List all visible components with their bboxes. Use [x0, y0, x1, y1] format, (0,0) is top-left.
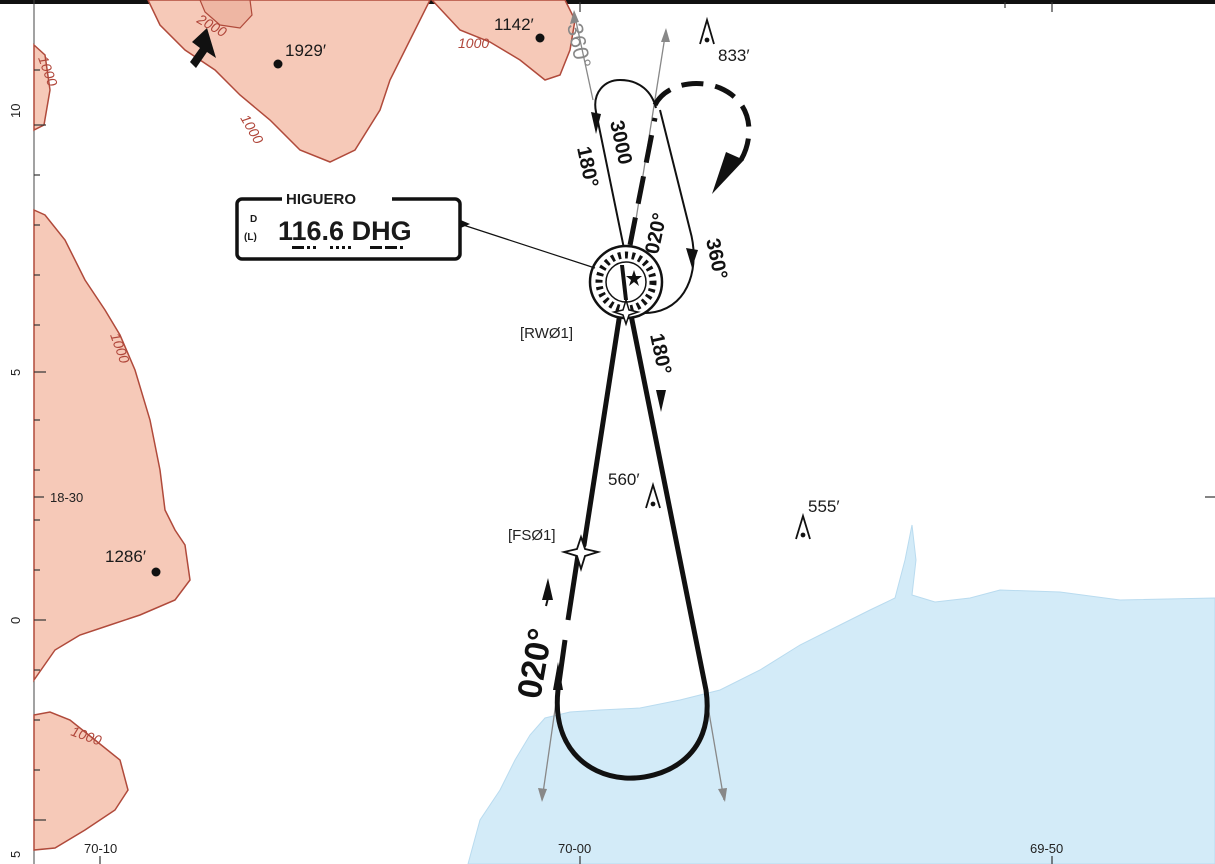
- fix-label-runway: [RWØ1]: [520, 325, 573, 342]
- spot-elevation-1929: 1929′: [285, 41, 326, 60]
- obstacle-elevation-555: 555′: [808, 497, 840, 516]
- scale-label-10: 10: [8, 104, 23, 118]
- spot-elevation-1142: 1142′: [494, 15, 534, 34]
- navaid-leader-line: [453, 221, 596, 269]
- longitude-label-70-10: 70-10: [84, 841, 117, 856]
- north-arrow-icon: [190, 28, 216, 68]
- approach-arrowhead-outbound: [656, 390, 666, 412]
- contour-label-1000-a: 1000: [458, 35, 489, 51]
- holding-dashed-arrowhead: [712, 152, 744, 194]
- approach-arrowhead-final: [542, 578, 553, 600]
- terrain-hill-north: [430, 0, 576, 81]
- longitude-label-69-50: 69-50: [1030, 841, 1063, 856]
- spot-elevation-dot-1142: [535, 33, 545, 43]
- scale-label-0: 0: [8, 617, 23, 624]
- holding-arrowhead-down: [591, 112, 601, 134]
- navaid-class-bottom: (L): [244, 232, 257, 243]
- terrain-hill-west: [33, 208, 191, 683]
- fix-label-final: [FSØ1]: [508, 527, 556, 544]
- approach-arrowhead-inbound: [553, 662, 563, 690]
- left-scale: [34, 69, 46, 821]
- terrain-hill-north-west: [147, 0, 431, 163]
- spot-elevation-dot-1286: [151, 567, 161, 577]
- obstacle-elevation-833: 833′: [718, 46, 750, 65]
- terrain-hill-west-top: [33, 43, 51, 132]
- longitude-label-70-00: 70-00: [558, 841, 591, 856]
- obstacle-elevation-560: 560′: [608, 470, 640, 489]
- holding-dashed-entry: [627, 117, 658, 246]
- bottom-scale: [99, 2, 1215, 864]
- scale-label-5-bottom: 5: [8, 851, 23, 858]
- navaid-name: HIGUERO: [286, 191, 356, 208]
- morse-code-icon: [292, 246, 403, 249]
- scale-label-5-top: 5: [8, 369, 23, 376]
- terrain-hill-south-west: [33, 711, 129, 851]
- approach-track-outbound: [554, 299, 710, 781]
- navaid-class-top: D: [250, 214, 257, 225]
- holding-dashed-turn: [652, 81, 752, 170]
- final-fix-icon: [560, 534, 602, 573]
- spot-elevation-dot-1929: [273, 59, 283, 69]
- obstacle-icon-833: [699, 16, 715, 45]
- obstacle-icon-560: [645, 481, 661, 509]
- navaid-info-box: [235, 190, 462, 261]
- latitude-label: 18-30: [50, 490, 83, 505]
- obstacle-icon-555: [795, 512, 811, 540]
- spot-elevation-1286: 1286′: [105, 547, 146, 566]
- holding-arrowhead-up: [686, 248, 698, 268]
- navaid-frequency-ident: 116.6 DHG: [278, 216, 412, 246]
- gray-arrowheads: [538, 10, 727, 802]
- terrain-contour-2000: [199, 0, 253, 29]
- holding-pattern: [594, 78, 657, 269]
- sea-area: [467, 524, 1215, 864]
- runway-fix-icon: [611, 297, 641, 327]
